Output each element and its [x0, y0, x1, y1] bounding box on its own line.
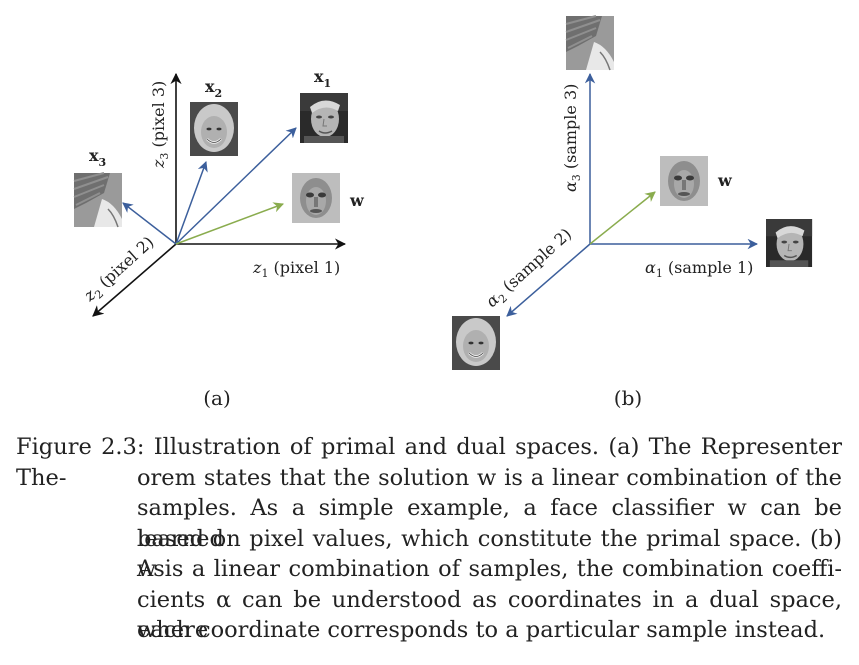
vector-x1-arrow — [175, 127, 297, 245]
panel-label-b: (b) — [614, 386, 642, 410]
caption-line-5: w is a linear combination of samples, th… — [137, 556, 842, 582]
caption-line-2: orem states that the solution w is a lin… — [137, 464, 842, 491]
face-thumbnail-sample3 — [565, 15, 615, 71]
caption-line-4: based on pixel values, which constitute … — [137, 525, 842, 583]
panel-b: w α1 (sample 1) α3 (sample 3) α2 (sample… — [450, 15, 813, 410]
axis-label-alpha2: α2 (sample 2) — [482, 224, 577, 313]
axis-alpha2-arrow — [506, 243, 591, 317]
vector-w-dual-arrow — [589, 191, 656, 245]
label-w-a: w — [349, 191, 365, 210]
vector-x3-arrow — [122, 202, 177, 245]
face-thumbnail-x1 — [299, 92, 349, 144]
axis-label-alpha1: α1 (sample 1) — [645, 258, 753, 280]
caption-line-3: samples. As a simple example, a face cla… — [137, 495, 842, 552]
face-thumbnail-sample2 — [450, 314, 502, 372]
label-x2: x2 — [205, 77, 222, 100]
label-w-b: w — [717, 171, 733, 190]
face-thumbnail-x2 — [188, 100, 240, 158]
label-x3: x3 — [89, 146, 106, 169]
panel-a: x1 x2 x3 w z1 (pixel 1) z3 (pixel 3) z2 … — [73, 67, 365, 410]
face-thumbnail-sample1 — [765, 218, 813, 268]
axis-label-alpha3: α3 (sample 3) — [561, 84, 583, 192]
caption-line-7: each coordinate corresponds to a particu… — [137, 617, 826, 643]
panel-label-a: (a) — [203, 386, 231, 410]
axis-label-z2: z2 (pixel 2) — [79, 232, 159, 307]
axis-label-z1: z1 (pixel 1) — [252, 258, 340, 280]
caption-line-1: Figure 2.3: Illustration of primal and d… — [16, 434, 842, 491]
vector-w-arrow — [175, 202, 284, 245]
vector-x2-arrow — [175, 161, 208, 245]
label-x1: x1 — [314, 67, 331, 90]
face-thumbnail-w-dual — [660, 156, 708, 206]
axis-z2-arrow — [92, 243, 177, 317]
primal-dual-diagram: x1 x2 x3 w z1 (pixel 1) z3 (pixel 3) z2 … — [73, 15, 813, 410]
axis-label-z3: z3 (pixel 3) — [149, 81, 171, 169]
face-thumbnail-x3 — [73, 172, 123, 228]
face-thumbnail-w — [292, 173, 340, 223]
figure-caption: Figure 2.3: Illustration of primal and d… — [16, 432, 842, 646]
caption-line-6: cients α can be understood as coordinate… — [137, 586, 842, 644]
